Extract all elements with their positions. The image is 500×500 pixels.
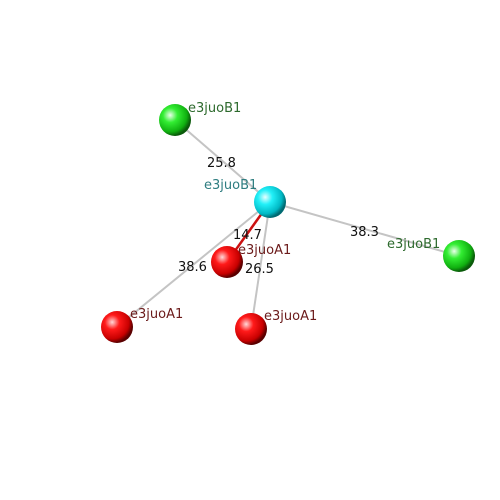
- edge-center-green-right: [269, 201, 460, 257]
- edge-center-red-bottom: [250, 201, 271, 330]
- node-label-center: e3juoB1: [204, 178, 257, 193]
- node-red-near[interactable]: [211, 246, 243, 278]
- distance-label-red-near: 14.7: [233, 228, 262, 243]
- edge-center-green-top: [174, 119, 271, 203]
- distance-label-red-bottom: 26.5: [245, 262, 274, 277]
- distance-labels: 25.8 38.3 14.7 38.6 26.5: [178, 156, 379, 277]
- edge-center-red-left: [116, 201, 271, 328]
- node-green-top[interactable]: [159, 104, 191, 136]
- node-label-green-top: e3juoB1: [188, 101, 241, 116]
- node-label-red-near: e3juoA1: [238, 243, 291, 258]
- node-label-red-bottom: e3juoA1: [264, 309, 317, 324]
- nodes: [101, 104, 475, 345]
- distance-label-green-right: 38.3: [350, 225, 379, 240]
- node-label-green-right: e3juoB1: [387, 237, 440, 252]
- edges: [116, 119, 460, 330]
- node-red-left[interactable]: [101, 311, 133, 343]
- node-labels: e3juoB1 e3juoB1 e3juoB1 e3juoA1 e3juoA1 …: [130, 101, 440, 324]
- distance-label-green-top: 25.8: [207, 156, 236, 171]
- node-center[interactable]: [254, 186, 286, 218]
- distance-label-red-left: 38.6: [178, 260, 207, 275]
- node-red-bottom[interactable]: [235, 313, 267, 345]
- node-label-red-left: e3juoA1: [130, 307, 183, 322]
- node-green-right[interactable]: [443, 240, 475, 272]
